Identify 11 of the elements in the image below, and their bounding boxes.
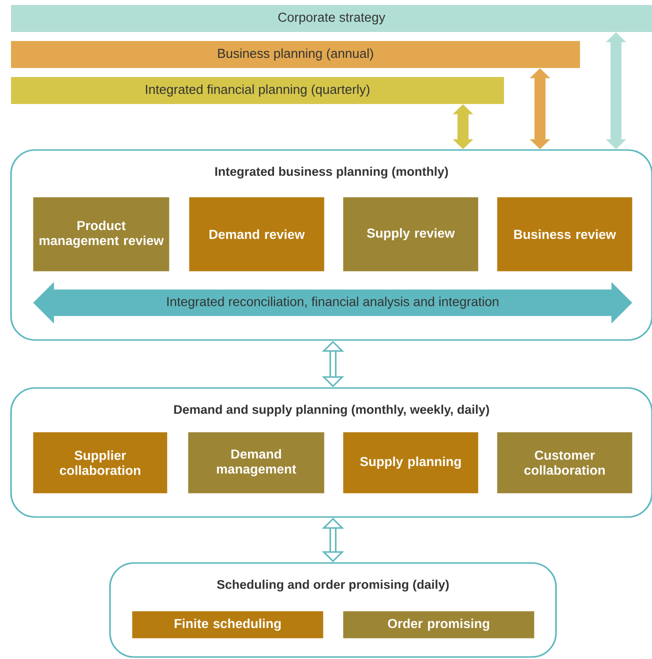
process-box: Customer collaboration bbox=[497, 432, 632, 494]
process-box: Supplier collaboration bbox=[33, 432, 168, 494]
process-box: Business review bbox=[497, 197, 632, 272]
process-box: Demand review bbox=[189, 197, 324, 272]
process-box: Order promising bbox=[343, 611, 534, 638]
process-box: Supply planning bbox=[343, 432, 478, 494]
process-box: Finite scheduling bbox=[132, 611, 324, 638]
process-box: Product management review bbox=[33, 197, 170, 272]
process-box: Supply review bbox=[343, 197, 478, 272]
double-arrow-band: Integrated reconciliation, financial analysis and integration bbox=[33, 282, 632, 324]
process-box: Demand management bbox=[188, 432, 324, 494]
